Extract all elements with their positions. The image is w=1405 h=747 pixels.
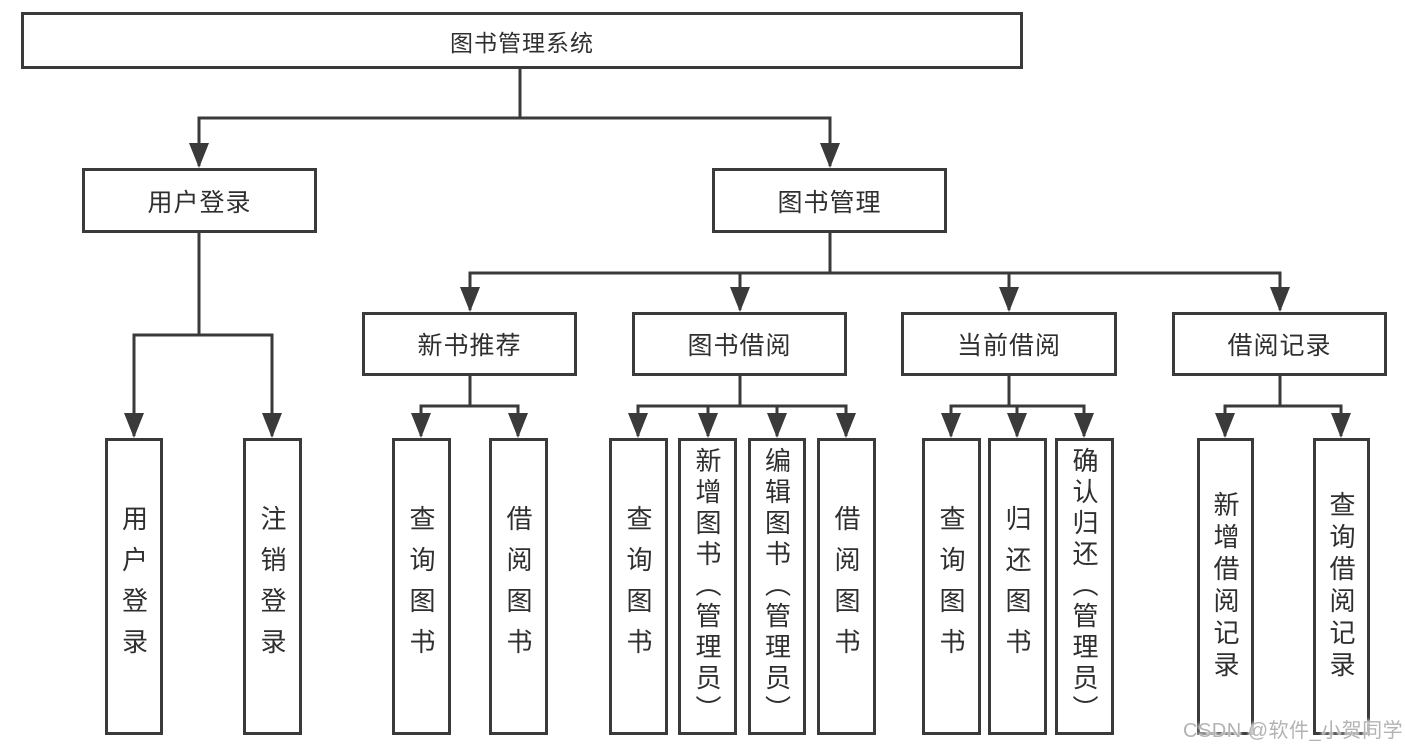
connector-login-to-leaves	[132, 233, 274, 436]
arrow-down-icon	[189, 143, 209, 168]
leaf-borrow-books: 借阅图书	[817, 438, 876, 735]
arrow-down-icon	[730, 287, 750, 312]
arrow-down-icon	[1215, 413, 1235, 438]
leaf-query-books-recommend: 查询图书	[392, 438, 451, 735]
arrow-down-icon	[460, 287, 480, 312]
node-new-book-recommendation: 新书推荐	[362, 312, 577, 376]
node-user-login: 用户登录	[82, 168, 317, 233]
connector-borrow-to-leaves	[636, 376, 848, 436]
leaf-query-borrow-record: 查询借阅记录	[1313, 438, 1370, 735]
arrow-down-icon	[1074, 413, 1094, 438]
connector-records-to-leaves	[1223, 376, 1343, 436]
leaf-add-borrow-record: 新增借阅记录	[1197, 438, 1254, 735]
arrow-down-icon	[767, 413, 787, 438]
arrow-down-icon	[941, 413, 961, 438]
arrow-down-icon	[820, 143, 840, 168]
connector-root-to-level2	[197, 69, 832, 166]
node-borrowing-records: 借阅记录	[1172, 312, 1387, 376]
leaf-query-books-borrow: 查询图书	[609, 438, 668, 735]
csdn-watermark: CSDN @软件_小贺同学	[1183, 720, 1404, 742]
leaf-borrow-books-recommend: 借阅图书	[489, 438, 548, 735]
arrow-down-icon	[628, 413, 648, 438]
arrow-down-icon	[836, 413, 856, 438]
arrow-down-icon	[124, 413, 144, 438]
arrow-down-icon	[1331, 413, 1351, 438]
connector-recommend-to-leaves	[419, 376, 520, 436]
node-library-management-system: 图书管理系统	[21, 12, 1023, 69]
leaf-user-login: 用户登录	[105, 438, 163, 735]
connector-management-to-level3	[468, 233, 1282, 310]
leaf-confirm-return-admin: 确认归还（管理员）	[1055, 438, 1114, 735]
arrow-down-icon	[1007, 413, 1027, 438]
leaf-query-books-current: 查询图书	[922, 438, 981, 735]
arrow-down-icon	[508, 413, 528, 438]
connector-segments	[132, 69, 1343, 436]
node-current-borrowing: 当前借阅	[901, 312, 1117, 376]
arrowheads	[124, 143, 1351, 438]
leaf-add-books-admin: 新增图书（管理员）	[678, 438, 737, 735]
arrow-down-icon	[698, 413, 718, 438]
arrow-down-icon	[411, 413, 431, 438]
node-book-management: 图书管理	[712, 168, 947, 233]
arrow-down-icon	[262, 413, 282, 438]
leaf-return-books: 归还图书	[988, 438, 1047, 735]
leaf-logout: 注销登录	[243, 438, 302, 735]
leaf-edit-books-admin: 编辑图书（管理员）	[748, 438, 806, 735]
node-book-borrowing: 图书借阅	[632, 312, 847, 376]
arrow-down-icon	[999, 287, 1019, 312]
arrow-down-icon	[1270, 287, 1290, 312]
